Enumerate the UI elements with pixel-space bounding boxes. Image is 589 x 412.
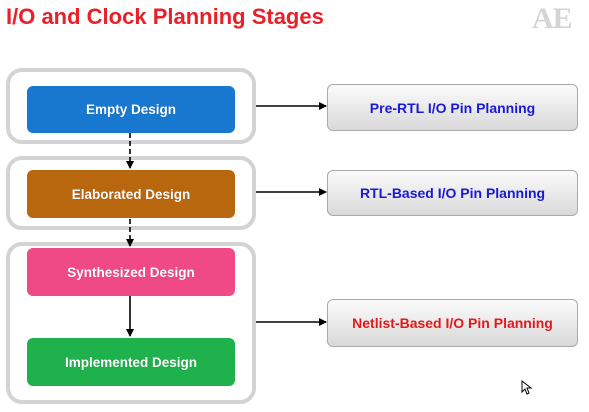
stage-synthesized-design: Synthesized Design bbox=[27, 248, 235, 296]
stage-implemented-design: Implemented Design bbox=[27, 338, 235, 386]
stage-elaborated-design: Elaborated Design bbox=[27, 170, 235, 218]
logo: AE bbox=[532, 2, 573, 35]
page-title: I/O and Clock Planning Stages bbox=[6, 4, 324, 29]
planning-pre-rtl: Pre-RTL I/O Pin Planning bbox=[327, 84, 578, 131]
stage-empty-design: Empty Design bbox=[27, 86, 235, 133]
planning-netlist-based: Netlist-Based I/O Pin Planning bbox=[327, 299, 578, 347]
mouse-cursor-icon bbox=[521, 380, 533, 395]
planning-rtl-based: RTL-Based I/O Pin Planning bbox=[327, 170, 578, 216]
